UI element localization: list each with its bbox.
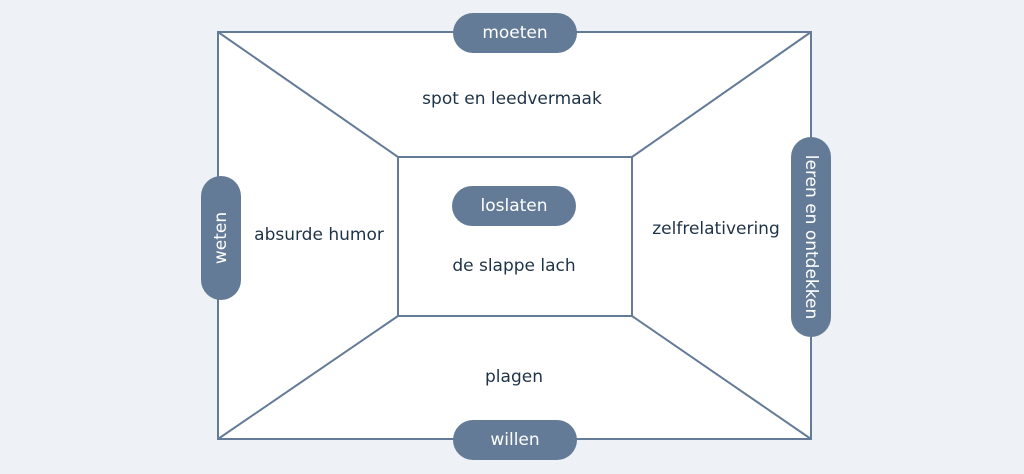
edge-top-pill: moeten: [453, 13, 577, 53]
edge-right-pill: leren en ontdekken: [791, 137, 831, 337]
zone-left-label: absurde humor: [254, 225, 384, 245]
zone-center-label: de slappe lach: [452, 256, 576, 276]
diagonal-top-left: [217, 31, 399, 158]
inner-frame: [397, 156, 633, 317]
center-pill-label: loslaten: [480, 196, 548, 216]
edge-bottom-label: willen: [490, 430, 540, 450]
edge-left-label: weten: [211, 211, 232, 265]
zone-right-label: zelfrelativering: [652, 219, 780, 239]
zone-bottom-label: plagen: [485, 367, 543, 387]
edge-bottom-pill: willen: [453, 420, 577, 460]
diagonal-bottom-left: [217, 315, 399, 440]
edge-top-label: moeten: [482, 23, 548, 43]
diagonal-top-right: [631, 31, 812, 158]
zone-top-label: spot en leedvermaak: [422, 89, 602, 109]
edge-left-pill: weten: [201, 176, 241, 300]
diagonal-bottom-right: [631, 315, 812, 440]
edge-right-label: leren en ontdekken: [801, 154, 822, 320]
center-pill: loslaten: [452, 186, 576, 226]
